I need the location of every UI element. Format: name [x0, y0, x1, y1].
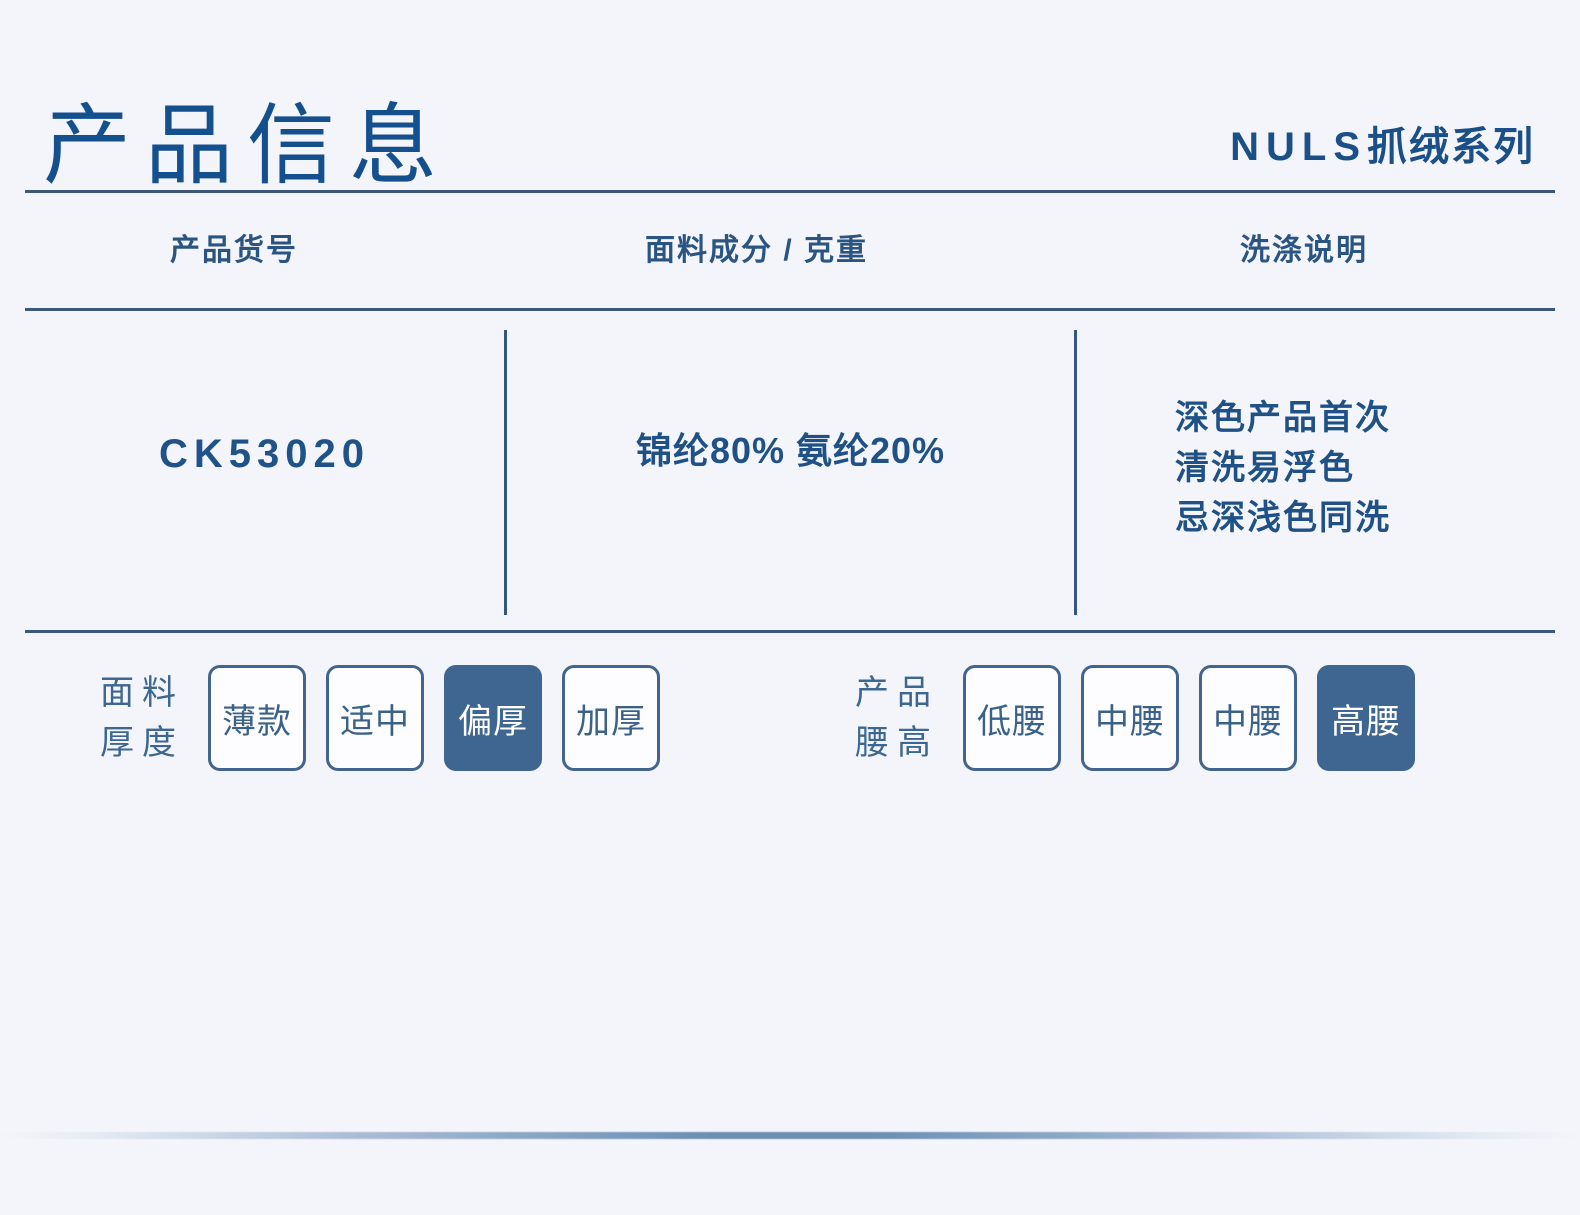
chips-waist-height: 低腰 中腰 中腰 高腰: [963, 665, 1415, 771]
table-bottom-divider: [25, 630, 1555, 633]
card-header: 产品信息 NULS抓绒系列: [25, 48, 1555, 190]
column-divider-1: [504, 330, 507, 615]
value-product-code: CK53020: [158, 432, 370, 476]
option-label-line-1: 产品: [855, 674, 939, 712]
option-label-fabric-thickness: 面料 厚度: [100, 668, 184, 768]
option-group-waist-height: 产品 腰高 低腰 中腰 中腰 高腰: [855, 665, 1415, 771]
chip-thickness-1[interactable]: 适中: [326, 665, 424, 771]
chip-thickness-2[interactable]: 偏厚: [444, 665, 542, 771]
header-divider: [25, 190, 1555, 193]
series-title: NULS抓绒系列: [1230, 114, 1555, 190]
option-group-fabric-thickness: 面料 厚度 薄款 适中 偏厚 加厚: [100, 665, 660, 771]
value-fabric-composition: 锦纶80% 氨纶20%: [635, 430, 946, 471]
table-header-divider: [25, 308, 1555, 311]
chip-waist-2[interactable]: 中腰: [1199, 665, 1297, 771]
column-divider-2: [1074, 330, 1077, 615]
table-header-row: 产品货号 面料成分 / 克重 洗涤说明: [25, 225, 1555, 297]
option-label-line-2: 腰高: [855, 724, 939, 762]
chip-waist-3[interactable]: 高腰: [1317, 665, 1415, 771]
column-header-wash: 洗涤说明: [1240, 234, 1368, 267]
option-label-line-1: 面料: [100, 674, 184, 712]
option-label-line-2: 厚度: [100, 724, 184, 762]
value-wash-instructions: 深色产品首次 清洗易浮色 忌深浅色同洗: [1175, 393, 1391, 543]
page-title: 产品信息: [43, 96, 452, 195]
wash-line-1: 深色产品首次: [1175, 399, 1391, 437]
wash-line-3: 忌深浅色同洗: [1175, 499, 1391, 537]
chip-thickness-0[interactable]: 薄款: [208, 665, 306, 771]
option-rows: 面料 厚度 薄款 适中 偏厚 加厚 产品 腰高 低腰 中腰 中腰 高腰: [25, 665, 1555, 795]
chip-waist-1[interactable]: 中腰: [1081, 665, 1179, 771]
column-header-product-code: 产品货号: [170, 234, 298, 267]
chips-fabric-thickness: 薄款 适中 偏厚 加厚: [208, 665, 660, 771]
chip-thickness-3[interactable]: 加厚: [562, 665, 660, 771]
option-label-waist-height: 产品 腰高: [855, 668, 939, 768]
column-header-fabric: 面料成分 / 克重: [645, 234, 869, 267]
series-latin: NULS: [1230, 125, 1367, 169]
bottom-gradient-divider: [0, 1132, 1580, 1139]
wash-line-2: 清洗易浮色: [1175, 449, 1355, 487]
series-cn: 抓绒系列: [1367, 125, 1535, 169]
chip-waist-0[interactable]: 低腰: [963, 665, 1061, 771]
